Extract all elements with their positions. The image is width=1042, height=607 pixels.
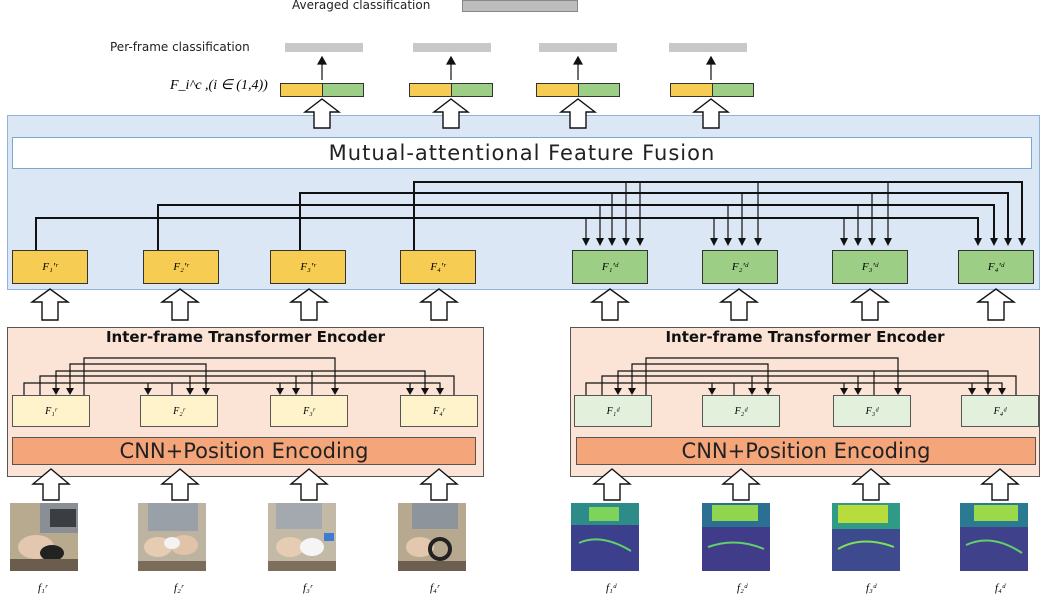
fused-rgb-feature-2: F₂'ʳ: [143, 250, 219, 284]
per-frame-class-bar-3: [539, 43, 617, 52]
per-frame-classification-label: Per-frame classification: [110, 40, 250, 54]
depth-frame-feature-2: F₂ᵈ: [702, 395, 780, 427]
fused-feature-label: F_i^c ,(i ∈ (1,4)): [170, 78, 268, 93]
fused-feature-3: [536, 83, 620, 97]
depth-frame-feature-1: F₁ᵈ: [574, 395, 652, 427]
depth-frame-image-4: [960, 503, 1028, 571]
mutual-attention-lines: [35, 181, 1023, 250]
rgb-frame-feature-4: F₄ʳ: [400, 395, 478, 427]
rgb-frame-label-4: f₄ʳ: [430, 582, 440, 594]
per-frame-up-arrows: [316, 55, 717, 80]
depth-frame-image-1: [571, 503, 639, 571]
averaged-classification-bar: [462, 0, 578, 12]
rgb-frame-image-1: [10, 503, 78, 571]
depth-cnn-position-encoding: CNN+Position Encoding: [576, 437, 1036, 465]
depth-encoder-title: Inter-frame Transformer Encoder: [665, 328, 945, 346]
fused-feature-1: [280, 83, 364, 97]
rgb-self-attention-lines: [23, 357, 455, 395]
rgb-frame-image-3: [268, 503, 336, 571]
fused-rgb-feature-4: F₄'ʳ: [400, 250, 476, 284]
depth-self-attention-arrowheads: [614, 388, 1006, 395]
depth-frame-feature-4: F₄ᵈ: [961, 395, 1039, 427]
fused-rgb-feature-3: F₃'ʳ: [270, 250, 346, 284]
depth-frame-label-2: f₂ᵈ: [737, 582, 748, 594]
depth-frame-label-1: f₁ᵈ: [606, 582, 617, 594]
fused-depth-feature-4: F₄'ᵈ: [958, 250, 1034, 284]
fusion-title: Mutual-attentional Feature Fusion: [12, 137, 1032, 169]
rgb-frame-image-4: [398, 503, 466, 571]
fused-rgb-feature-1: F₁'ʳ: [12, 250, 88, 284]
rgb-frame-label-3: f₃ʳ: [303, 582, 313, 594]
mutual-attention-arrowheads: [582, 238, 1026, 246]
fused-feature-2: [409, 83, 493, 97]
fused-depth-feature-3: F₃'ᵈ: [832, 250, 908, 284]
depth-self-attention-lines: [585, 357, 1017, 395]
rgb-frame-label-2: f₂ʳ: [174, 582, 184, 594]
per-frame-class-bar-2: [413, 43, 491, 52]
rgb-frame-image-2: [138, 503, 206, 571]
depth-frame-label-3: f₃ᵈ: [866, 582, 877, 594]
fused-depth-feature-1: F₁'ᵈ: [572, 250, 648, 284]
mutual-attention-drops: [585, 182, 889, 238]
rgb-frame-feature-1: F₁ʳ: [12, 395, 90, 427]
fused-depth-feature-2: F₂'ᵈ: [702, 250, 778, 284]
depth-frame-image-3: [832, 503, 900, 571]
per-frame-class-bar-1: [285, 43, 363, 52]
depth-frame-label-4: f₄ᵈ: [995, 582, 1006, 594]
depth-frame-image-2: [702, 503, 770, 571]
rgb-encoder-title: Inter-frame Transformer Encoder: [105, 328, 386, 346]
rgb-frame-label-1: f₁ʳ: [38, 582, 48, 594]
rgb-frame-feature-3: F₃ʳ: [270, 395, 348, 427]
rgb-cnn-position-encoding: CNN+Position Encoding: [12, 437, 476, 465]
rgb-frame-feature-2: F₂ʳ: [140, 395, 218, 427]
hollow-up-arrows: [29, 98, 1020, 501]
depth-frame-feature-3: F₃ᵈ: [833, 395, 911, 427]
fused-feature-4: [670, 83, 754, 97]
rgb-self-attention-arrowheads: [52, 388, 444, 395]
per-frame-class-bar-4: [669, 43, 747, 52]
averaged-classification-label: Averaged classification: [292, 0, 431, 12]
